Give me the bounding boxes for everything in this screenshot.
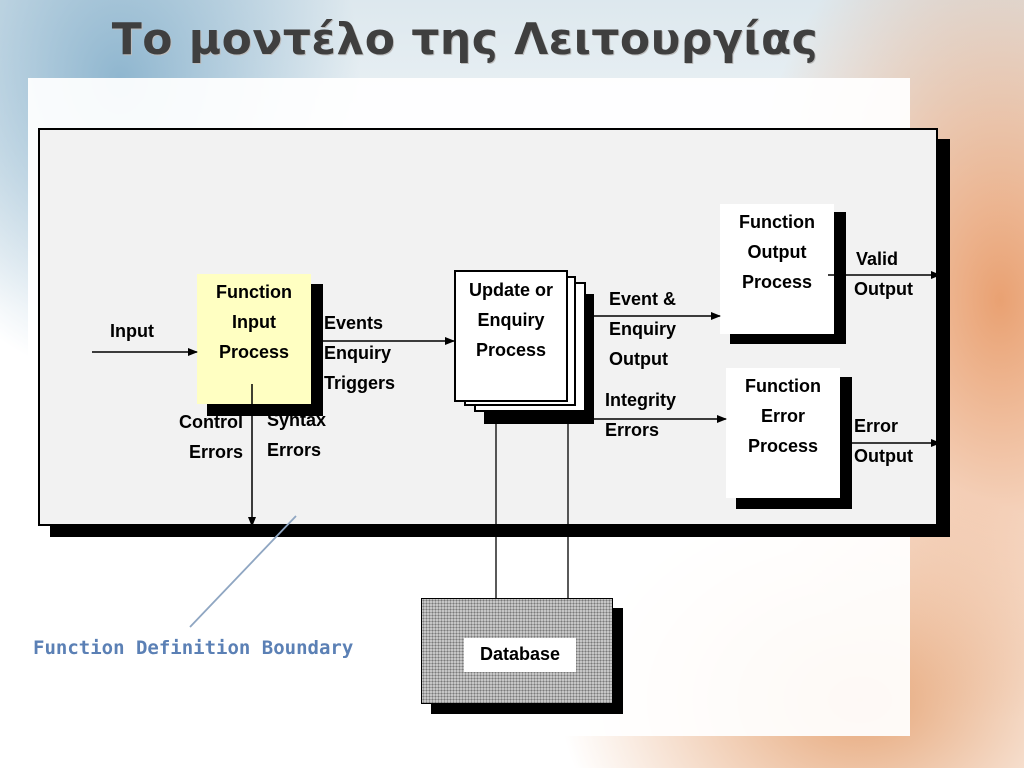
function-input-process: Function Input Process (197, 274, 311, 404)
function-error-line-3: Process (747, 436, 819, 456)
update-enquiry-process: Update or Enquiry Process (454, 270, 568, 402)
error-output-label: Error Output (854, 411, 913, 471)
valid-output-line-1: Valid (856, 249, 899, 269)
control-errors-label: Control Errors (179, 407, 243, 467)
function-output-line-2: Output (747, 242, 807, 262)
function-output-line-1: Function (739, 212, 815, 232)
function-output-process: Function Output Process (720, 204, 834, 334)
valid-output-label: Valid Output (854, 244, 913, 304)
database-store (421, 598, 613, 704)
events-triggers-line-3: Triggers (324, 373, 396, 393)
control-errors-line-2: Errors (188, 442, 243, 462)
events-triggers-line-2: Enquiry (324, 343, 392, 363)
syntax-errors-line-2: Errors (267, 440, 322, 460)
event-enquiry-output-label: Event & Enquiry Output (609, 284, 676, 374)
event-enquiry-output-line-3: Output (609, 349, 668, 369)
function-input-line-2: Input (232, 312, 276, 332)
integrity-errors-line-2: Errors (605, 420, 660, 440)
slide-title: Το μοντέλο της Λειτουργίας (111, 14, 819, 65)
function-input-line-3: Process (218, 342, 290, 362)
events-triggers-label: Events Enquiry Triggers (324, 308, 395, 398)
function-error-line-1: Function (745, 376, 821, 396)
function-error-line-2: Error (760, 406, 805, 426)
events-triggers-line-1: Events (324, 313, 384, 333)
boundary-callout-line (189, 515, 297, 628)
function-input-line-1: Function (216, 282, 292, 302)
boundary-caption: Function Definition Boundary (33, 637, 354, 659)
database-label: Database (464, 638, 576, 672)
integrity-errors-line-1: Integrity (605, 390, 677, 410)
event-enquiry-output-line-2: Enquiry (609, 319, 677, 339)
integrity-errors-label: Integrity Errors (605, 385, 676, 445)
error-output-line-2: Output (854, 446, 913, 466)
input-label: Input (110, 321, 154, 341)
syntax-errors-line-1: Syntax (267, 410, 327, 430)
event-enquiry-output-line-1: Event & (609, 289, 677, 309)
function-error-process: Function Error Process (726, 368, 840, 498)
update-enquiry-line-3: Process (475, 340, 547, 360)
error-output-line-1: Error (854, 416, 899, 436)
syntax-errors-label: Syntax Errors (267, 405, 326, 465)
control-errors-line-1: Control (179, 412, 243, 432)
update-enquiry-line-2: Enquiry (477, 310, 545, 330)
update-enquiry-line-1: Update or (468, 280, 553, 300)
function-output-line-3: Process (741, 272, 813, 292)
valid-output-line-2: Output (854, 279, 913, 299)
